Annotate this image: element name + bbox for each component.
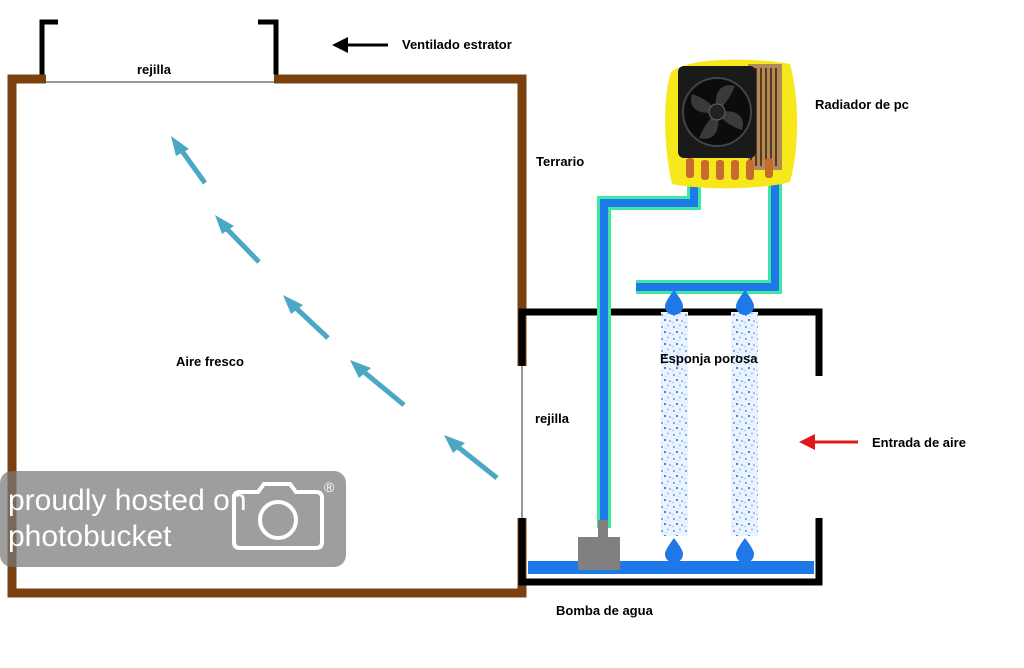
airflow-arrow (171, 136, 208, 185)
airflow-arrows (171, 136, 499, 480)
pc-radiator (665, 59, 798, 189)
water-reservoir (528, 561, 814, 574)
water-drop (665, 290, 683, 315)
fan-pointer-arrow (332, 37, 388, 53)
water-drop (736, 290, 754, 315)
watermark-line-2: photobucket (8, 520, 172, 553)
fresh-air-label: Aire fresco (176, 354, 244, 369)
water-drop (736, 538, 754, 563)
water-pipe (597, 172, 782, 528)
water-pump (578, 537, 620, 570)
sponge-column (661, 312, 688, 536)
air-inlet-label: Entrada de aire (872, 435, 966, 450)
camera-icon (232, 482, 324, 550)
airflow-arrow (444, 435, 499, 480)
airflow-arrow (283, 295, 330, 340)
pump-label: Bomba de agua (556, 603, 654, 618)
pump-outlet (598, 520, 608, 538)
sponge-label: Esponja porosa (660, 351, 758, 366)
sponge-column (731, 312, 758, 536)
top-grille-label: rejilla (137, 62, 172, 77)
porous-sponges (661, 312, 758, 536)
registered-mark: ® (324, 479, 335, 495)
fan-label: Ventilado estrator (402, 37, 512, 52)
air-inlet-arrow (799, 434, 858, 450)
water-drop (665, 538, 683, 563)
water-drops (665, 290, 754, 563)
terrarium-label: Terrario (536, 154, 584, 169)
photobucket-watermark: proudly hosted on photobucket ® (0, 471, 346, 567)
watermark-line-1: proudly hosted on (8, 484, 247, 517)
radiator-label: Radiador de pc (815, 97, 909, 112)
airflow-arrow (350, 360, 406, 407)
airflow-arrow (215, 215, 261, 264)
side-grille-label: rejilla (535, 411, 570, 426)
